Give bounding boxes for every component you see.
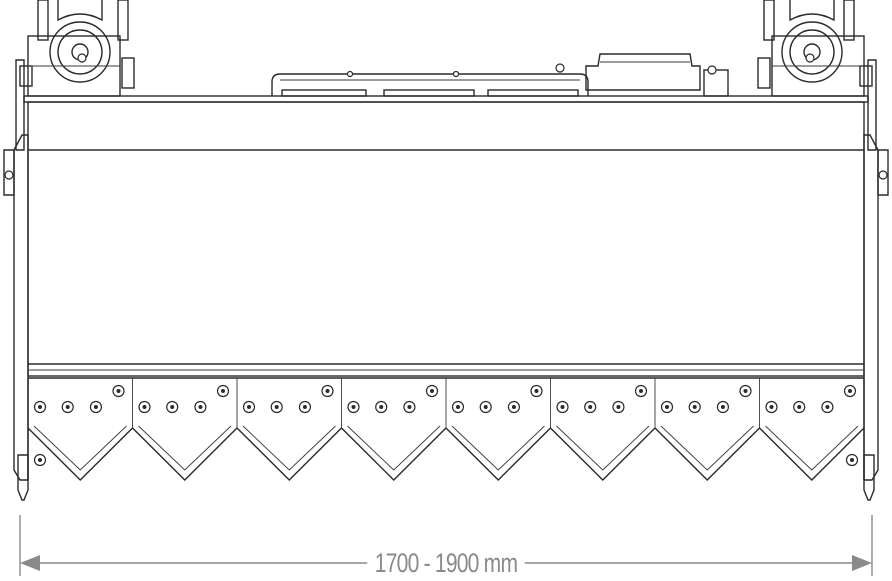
right-hydraulic-cylinder-icon	[757, 0, 873, 97]
bolt-center	[379, 405, 384, 409]
bolt-center	[65, 405, 70, 409]
bolt-center	[142, 405, 147, 409]
tooth-bevel	[765, 425, 859, 471]
tooth-bevel	[556, 425, 650, 471]
bolt-center	[407, 405, 412, 409]
tooth-edge	[759, 427, 865, 481]
bolt-center	[534, 389, 539, 393]
bolt-center	[560, 405, 565, 409]
tooth-edge	[27, 427, 133, 481]
bolt-center	[38, 458, 42, 462]
bolt-center	[769, 405, 774, 409]
tooth-bevel	[660, 425, 754, 471]
tooth-edge	[132, 427, 238, 481]
bolt-center	[797, 405, 802, 409]
tooth-edge	[236, 427, 342, 481]
bolt-center	[325, 389, 330, 393]
bolt-center	[588, 405, 593, 409]
tooth-bevel	[138, 425, 232, 471]
left-side-plate	[3, 59, 29, 501]
dimension-label-text: 1700 - 1900 mm	[366, 548, 526, 578]
tooth-bevel	[242, 425, 336, 471]
tooth-edge	[341, 427, 447, 481]
teeth-row	[27, 377, 865, 481]
bolt-center	[639, 389, 643, 393]
bolt-center	[198, 405, 203, 409]
bolt-center	[93, 405, 98, 409]
bolt-center	[848, 389, 852, 393]
bolt-center	[511, 405, 516, 409]
top-center-hoses	[271, 70, 589, 97]
bolt-center	[616, 405, 621, 409]
tooth-edge	[445, 427, 551, 481]
bolt-center	[221, 389, 225, 393]
bolt-center	[38, 405, 42, 409]
valve-block-icon	[555, 53, 729, 97]
tooth-bevel	[33, 425, 127, 471]
bolt-center	[456, 405, 460, 409]
bolt-center	[351, 405, 356, 409]
bolt-center	[692, 405, 697, 409]
right-side-plate	[863, 59, 889, 501]
bucket-body	[27, 101, 865, 377]
bolt-center	[720, 405, 725, 409]
bolt-center	[850, 458, 854, 462]
bolt-center	[170, 405, 175, 409]
tooth-bevel	[451, 425, 545, 471]
bolt-center	[274, 405, 279, 409]
bolt-center	[743, 389, 748, 393]
left-hydraulic-cylinder-icon	[19, 0, 135, 97]
bolt-center	[247, 405, 251, 409]
tooth-bevel	[347, 425, 441, 471]
bolt-center	[430, 389, 434, 393]
tooth-edge	[654, 427, 760, 481]
bolt-center	[483, 405, 488, 409]
tooth-edge	[550, 427, 656, 481]
dimension-label: 1700 - 1900 mm	[98, 545, 794, 581]
bolt-center	[116, 389, 121, 393]
bolt-center	[665, 405, 669, 409]
bolt-center	[302, 405, 307, 409]
bolt-center	[825, 405, 830, 409]
top-mount-bar	[23, 95, 869, 103]
